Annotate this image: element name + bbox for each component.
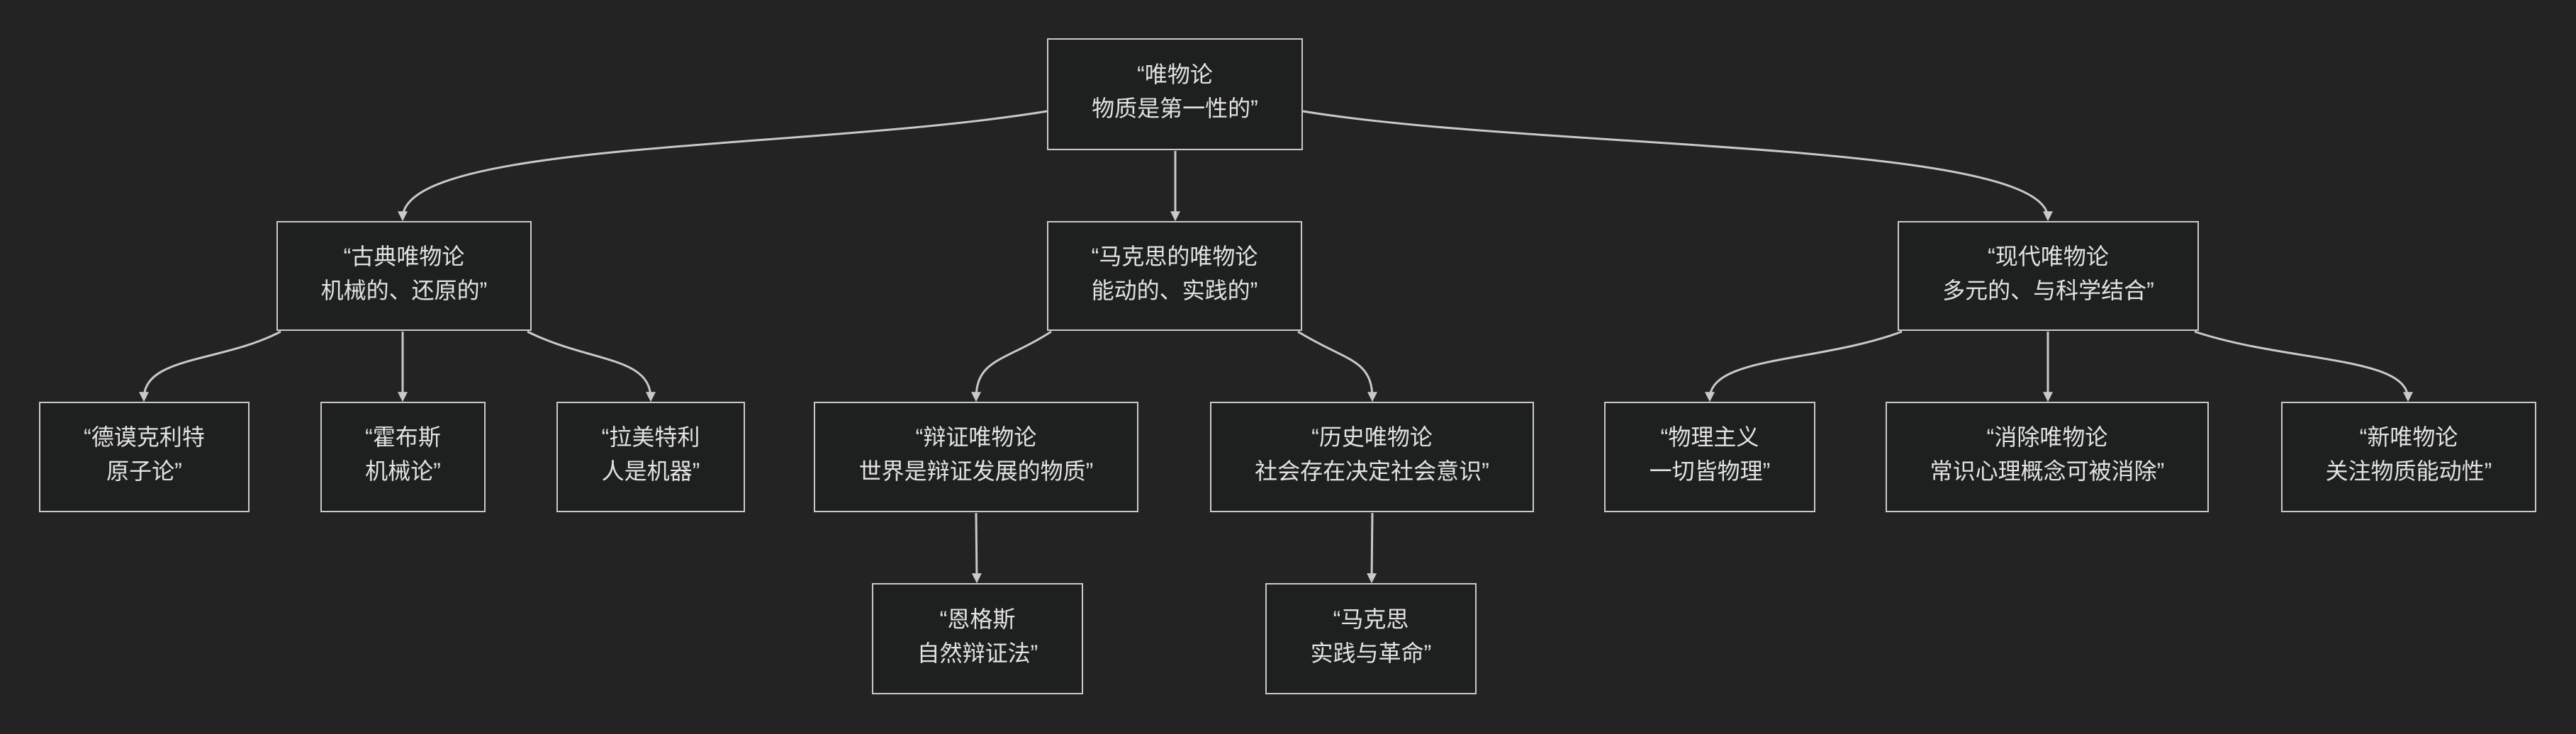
- node-label-line1: “马克思的唯物论: [1091, 243, 1258, 269]
- node-classical-materialism: “古典唯物论 机械的、还原的”: [276, 221, 532, 331]
- node-label-line2: 世界是辩证发展的物质”: [858, 458, 1094, 484]
- node-label-line2: 原子论”: [106, 458, 182, 484]
- node-label-line2: 社会存在决定社会意识”: [1255, 458, 1489, 484]
- node-label-line1: “唯物论: [1137, 62, 1213, 87]
- node-hobbes: “霍布斯 机械论”: [320, 402, 486, 512]
- node-new-materialism: “新唯物论 关注物质能动性”: [2281, 402, 2536, 512]
- node-marx-materialism: “马克思的唯物论 能动的、实践的”: [1047, 221, 1302, 331]
- node-label-line1: “现代唯物论: [1988, 243, 2109, 269]
- node-label-line2: 物质是第一性的”: [1092, 96, 1258, 121]
- node-label-line2: 实践与革命”: [1310, 640, 1432, 666]
- edge-marx-historical: [1297, 330, 1377, 402]
- node-historical-materialism: “历史唯物论 社会存在决定社会意识”: [1210, 402, 1534, 512]
- node-root-materialism: “唯物论 物质是第一性的”: [1047, 38, 1303, 150]
- node-label-line1: “消除唯物论: [1986, 424, 2108, 450]
- node-eliminative-materialism: “消除唯物论 常识心理概念可被消除”: [1886, 402, 2209, 512]
- node-label-line2: 能动的、实践的”: [1091, 277, 1258, 303]
- node-label-line2: 机械的、还原的”: [320, 277, 488, 303]
- node-label-line1: “古典唯物论: [343, 243, 465, 269]
- node-label-line1: “拉美特利: [601, 424, 700, 450]
- node-engels: “恩格斯 自然辩证法”: [872, 583, 1083, 694]
- edge-modern-new-materialism: [2194, 330, 2413, 402]
- node-label-line1: “恩格斯: [939, 606, 1016, 632]
- node-label-line2: 机械论”: [365, 458, 441, 484]
- node-label-line1: “新唯物论: [2359, 424, 2458, 450]
- node-label-line1: “辩证唯物论: [915, 424, 1037, 450]
- node-label-line2: 常识心理概念可被消除”: [1930, 458, 2165, 484]
- edge-classical-democritus: [139, 330, 281, 402]
- node-label-line1: “德谟克利特: [84, 424, 205, 450]
- edge-classical-lamettrie: [527, 330, 656, 402]
- node-label-line1: “物理主义: [1660, 424, 1759, 450]
- node-democritus: “德谟克利特 原子论”: [39, 402, 250, 512]
- edge-dialectical-engels: [971, 512, 982, 584]
- node-label-line1: “历史唯物论: [1311, 424, 1433, 450]
- node-label-line1: “马克思: [1333, 606, 1409, 632]
- node-marx-practice: “马克思 实践与革命”: [1265, 583, 1477, 694]
- edge-marx-dialectical: [971, 330, 1052, 402]
- node-label-line2: 关注物质能动性”: [2325, 458, 2492, 484]
- node-lamettrie: “拉美特利 人是机器”: [556, 402, 745, 512]
- node-modern-materialism: “现代唯物论 多元的、与科学结合”: [1898, 221, 2199, 331]
- node-label-line2: 多元的、与科学结合”: [1942, 277, 2154, 303]
- edge-root-modern: [1302, 110, 2053, 222]
- node-label-line2: 人是机器”: [601, 458, 700, 484]
- node-label-line2: 一切皆物理”: [1649, 458, 1771, 484]
- node-physicalism: “物理主义 一切皆物理”: [1604, 402, 1815, 512]
- edge-modern-physicalism: [1705, 330, 1903, 402]
- node-label-line1: “霍布斯: [365, 424, 441, 450]
- edge-root-classical: [398, 110, 1048, 222]
- node-dialectical-materialism: “辩证唯物论 世界是辩证发展的物质”: [814, 402, 1138, 512]
- node-label-line2: 自然辩证法”: [917, 640, 1038, 666]
